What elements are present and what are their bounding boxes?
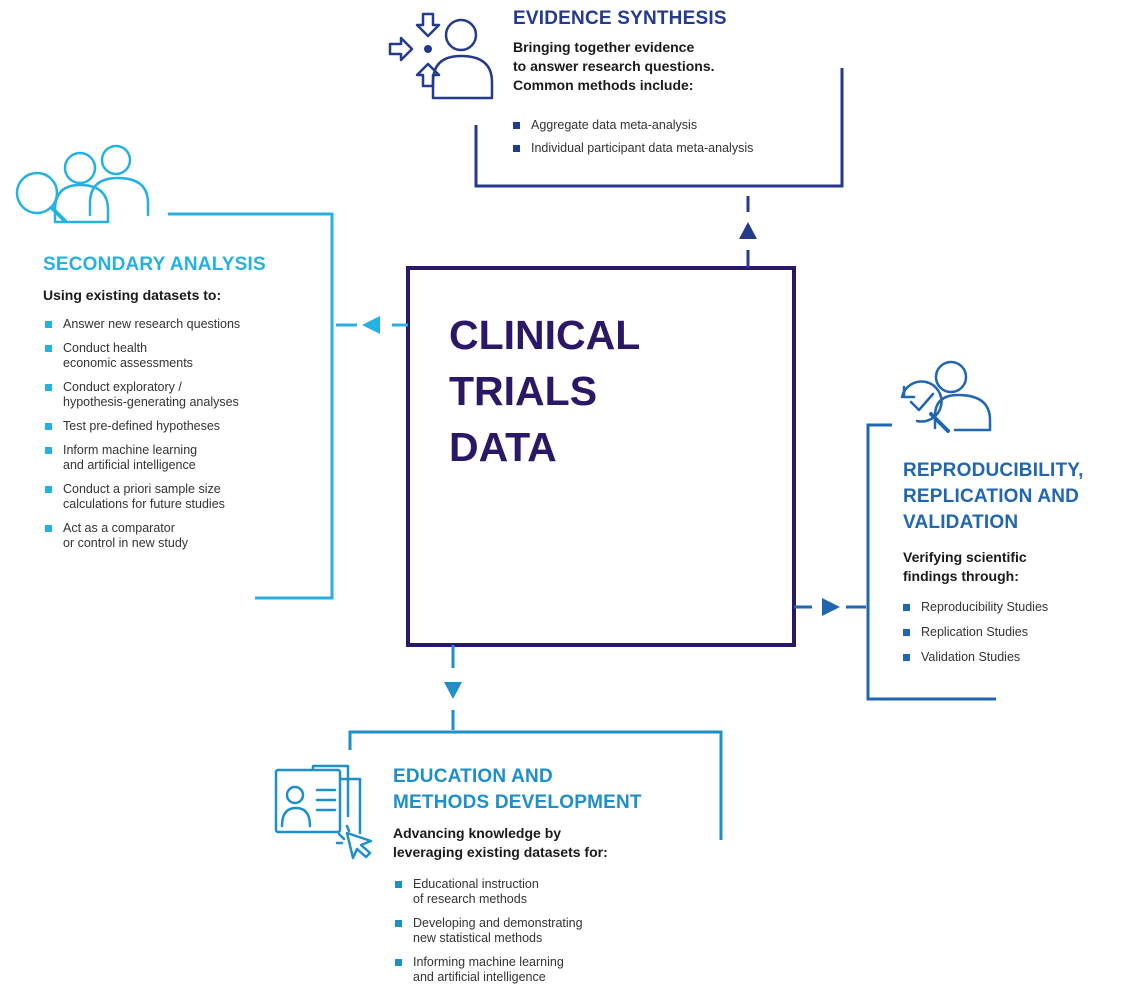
secondary-list: Answer new research questions Conduct he… — [45, 317, 240, 560]
secondary-item: Conduct health economic assessments — [45, 341, 240, 371]
secondary-item: Conduct exploratory / hypothesis-generat… — [45, 380, 240, 410]
evidence-item: Individual participant data meta-analysi… — [513, 141, 753, 156]
repro-item: Validation Studies — [903, 650, 1048, 665]
education-title-line-1: EDUCATION AND — [393, 766, 553, 787]
education-item: Educational instruction of research meth… — [395, 877, 583, 907]
repro-bracket — [866, 423, 996, 701]
center-title-line-3: DATA — [449, 424, 557, 470]
magnifier-people-icon — [15, 144, 150, 224]
repro-item: Replication Studies — [903, 625, 1048, 640]
education-item: Developing and demonstrating new statist… — [395, 916, 583, 946]
education-title-line-2: METHODS DEVELOPMENT — [393, 792, 642, 813]
repro-lead-line-1: Verifying scientific — [903, 549, 1027, 565]
document-person-cursor-icon — [274, 764, 373, 860]
center-title-line-2: TRIALS — [449, 368, 598, 414]
repro-arrow — [822, 598, 840, 616]
evidence-bracket — [474, 68, 844, 188]
repro-list: Reproducibility Studies Replication Stud… — [903, 600, 1048, 675]
education-arrow — [444, 682, 462, 699]
repro-item: Reproducibility Studies — [903, 600, 1048, 615]
secondary-item: Conduct a priori sample size calculation… — [45, 482, 240, 512]
education-lead-line-1: Advancing knowledge by — [393, 825, 562, 841]
repro-title-line-1: REPRODUCIBILITY, — [903, 460, 1084, 481]
center-title: CLINICAL TRIALS DATA — [449, 307, 640, 475]
evidence-list: Aggregate data meta-analysis Individual … — [513, 118, 753, 164]
evidence-lead-line-2: to answer research questions. — [513, 58, 715, 74]
education-item: Informing machine learning and artificia… — [395, 955, 583, 985]
evidence-lead-line-1: Bringing together evidence — [513, 39, 695, 55]
secondary-title: SECONDARY ANALYSIS — [43, 254, 266, 275]
repro-lead-line-2: findings through: — [903, 568, 1019, 584]
education-list: Educational instruction of research meth… — [395, 877, 583, 994]
repro-title: REPRODUCIBILITY, REPLICATION AND VALIDAT… — [903, 458, 1084, 536]
person-check-cycle-icon — [900, 360, 992, 433]
education-title: EDUCATION AND METHODS DEVELOPMENT — [393, 764, 642, 816]
education-lead-line-2: leveraging existing datasets for: — [393, 844, 608, 860]
education-lead: Advancing knowledge by leveraging existi… — [393, 824, 608, 862]
evidence-people-arrows-icon — [388, 12, 494, 100]
evidence-lead-line-3: Common methods include: — [513, 77, 694, 93]
repro-title-line-2: REPLICATION AND — [903, 486, 1080, 507]
education-bracket — [348, 730, 723, 840]
center-box — [406, 266, 796, 647]
secondary-lead: Using existing datasets to: — [43, 287, 222, 303]
evidence-item: Aggregate data meta-analysis — [513, 118, 753, 133]
secondary-arrow — [362, 316, 380, 334]
secondary-item: Inform machine learning and artificial i… — [45, 443, 240, 473]
evidence-arrow — [739, 222, 757, 239]
evidence-lead: Bringing together evidence to answer res… — [513, 38, 715, 95]
secondary-item: Answer new research questions — [45, 317, 240, 332]
secondary-item: Test pre-defined hypotheses — [45, 419, 240, 434]
center-title-line-1: CLINICAL — [449, 312, 641, 358]
evidence-title: EVIDENCE SYNTHESIS — [513, 8, 727, 29]
repro-title-line-3: VALIDATION — [903, 512, 1019, 533]
secondary-item: Act as a comparator or control in new st… — [45, 521, 240, 551]
secondary-bracket — [168, 212, 334, 600]
repro-lead: Verifying scientific findings through: — [903, 548, 1027, 586]
